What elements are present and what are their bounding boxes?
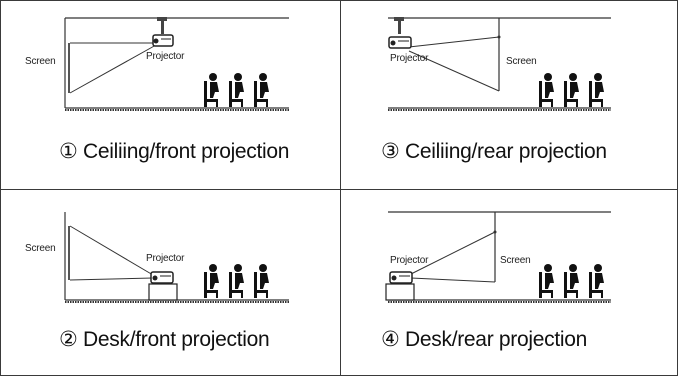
desk <box>385 283 415 301</box>
desk <box>148 283 178 301</box>
projector-icon <box>389 271 413 284</box>
audience-icon <box>204 73 269 107</box>
panel-caption: ① Ceiliing/front projection <box>59 140 290 163</box>
screen-label: Screen <box>506 56 537 67</box>
projector-label: Projector <box>390 255 429 266</box>
desk-front-illustration <box>64 212 289 303</box>
grid-divider-horizontal <box>0 189 678 190</box>
projector-icon <box>388 17 412 49</box>
ceiling-rear-illustration <box>388 17 611 111</box>
panel-caption: ② Desk/front projection <box>59 328 270 351</box>
projector-label: Projector <box>146 51 185 62</box>
projector-label: Projector <box>146 253 185 264</box>
panel-ceiling-rear: Projector Screen ③ Ceiliing/rear project… <box>341 1 678 189</box>
panel-ceiling-front: Screen Projector ① Ceiliing/front projec… <box>1 1 340 189</box>
screen-label: Screen <box>25 56 56 67</box>
panel-desk-rear: Projector Screen ④ Desk/rear projection <box>341 190 678 378</box>
grid-divider-vertical <box>340 0 341 376</box>
audience-icon <box>204 264 269 298</box>
desk-rear-illustration <box>385 211 611 303</box>
projection-screen <box>68 43 70 93</box>
panel-caption: ④ Desk/rear projection <box>381 328 587 351</box>
audience-icon <box>539 73 604 107</box>
panel-desk-front: Screen Projector ② Desk/front projection <box>1 190 340 378</box>
projector-icon <box>152 17 174 47</box>
screen-label: Screen <box>25 243 56 254</box>
panel-caption: ③ Ceiliing/rear projection <box>381 140 607 163</box>
projector-icon <box>150 271 174 284</box>
projector-label: Projector <box>390 53 429 64</box>
audience-icon <box>539 264 604 298</box>
projection-screen <box>68 226 70 280</box>
screen-label: Screen <box>500 255 531 266</box>
ceiling-front-illustration <box>64 17 289 111</box>
